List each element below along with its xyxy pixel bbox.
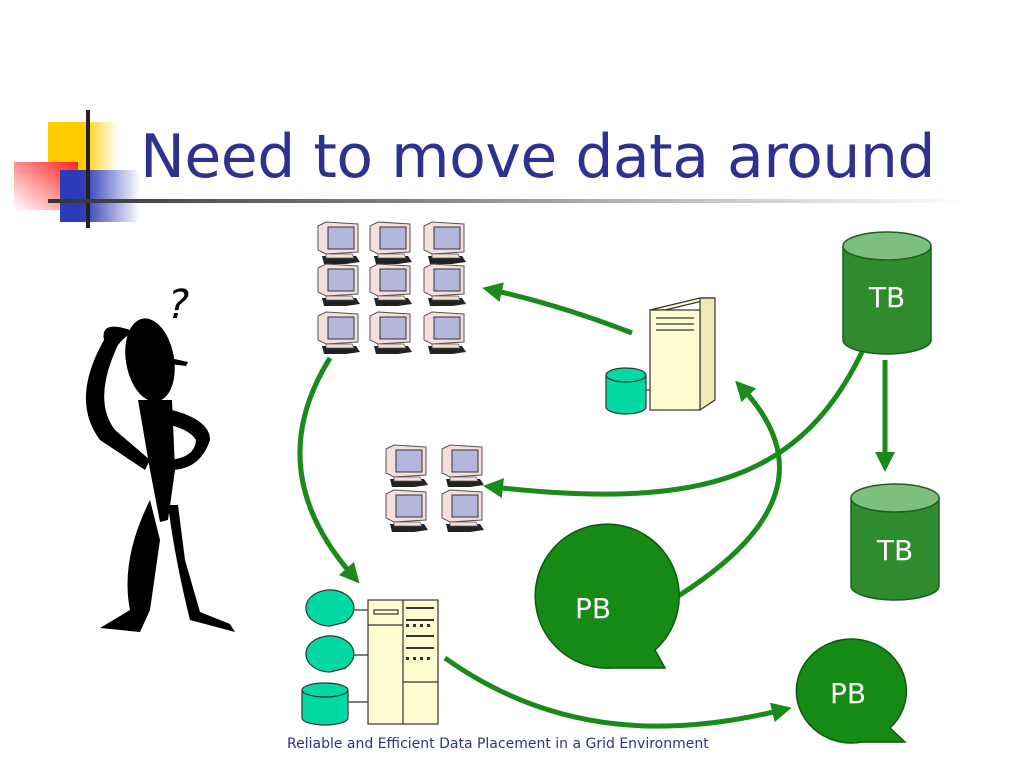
monitor-icon [423,263,466,306]
arrow-cluster-to-mainframe [297,356,360,584]
disk-label: TB [876,534,913,567]
question-mark: ? [168,282,189,328]
monitor-icon [317,311,360,354]
monitor-icon [423,311,466,354]
confused-stick-figure: ? [85,282,235,632]
monitor-icon [369,311,412,354]
mainframe [301,589,439,726]
monitor-icon [369,221,412,264]
tape-label: PB [830,677,866,710]
tape-pb-large: PB [534,523,680,669]
disk-tb-2: TB [850,483,940,601]
tape-label: PB [575,592,611,625]
disk-tb-1: TB [842,231,932,355]
monitor-icon [385,489,428,532]
monitor-icon [423,221,466,264]
monitor-icon [317,221,360,264]
monitor-icon [369,263,412,306]
logo-decoration [14,110,968,228]
arrows [297,282,895,729]
file-server [605,297,716,415]
monitor-icon [441,444,484,487]
arrow-mainframe-to-pb [443,655,792,729]
arrow-tb-to-workstations [483,350,865,499]
slide-title: Need to move data around [140,122,936,192]
monitor-icon [317,263,360,306]
slide-footer: Reliable and Efficient Data Placement in… [287,736,709,752]
workstation-clusters [317,221,484,532]
tape-pb-small: PB [795,638,908,744]
arrow-server-to-cluster [482,282,633,336]
monitor-icon [441,489,484,532]
disk-label: TB [868,281,905,314]
arrow-pb-to-server [673,380,782,601]
monitor-icon [385,444,428,487]
